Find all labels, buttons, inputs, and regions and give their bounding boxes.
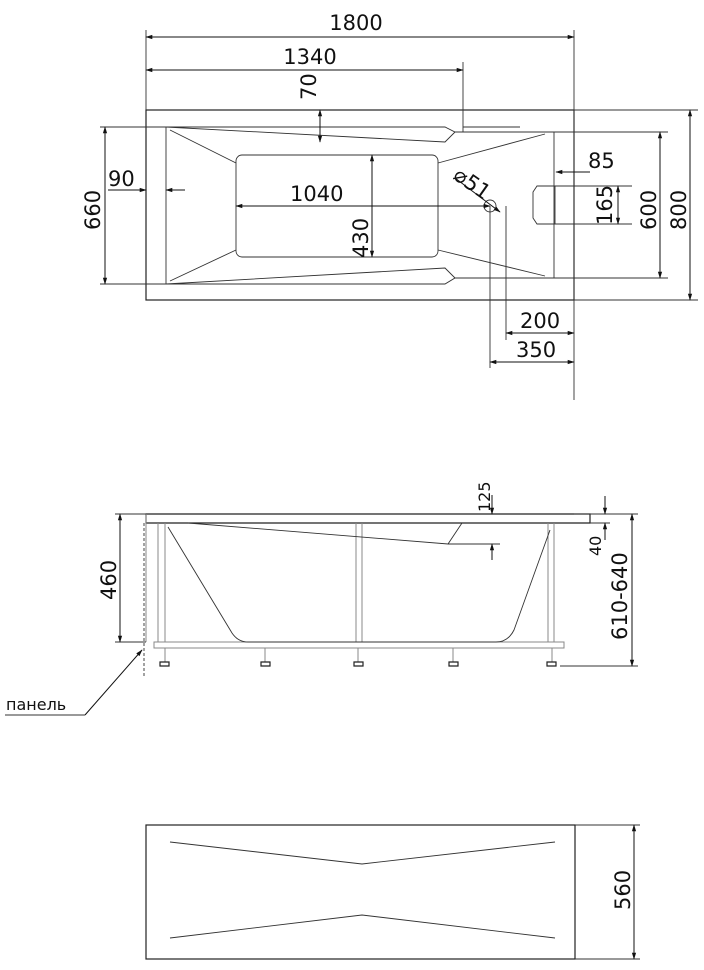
shell-edge-lines bbox=[169, 129, 546, 282]
backrest-slope bbox=[187, 522, 496, 545]
dim-drain-diameter: ⌀51 bbox=[449, 162, 495, 204]
dim-inner-width: 600 bbox=[637, 190, 661, 230]
dim-panel-height: 560 bbox=[611, 870, 635, 910]
tub-rim bbox=[145, 513, 591, 524]
dim-notch-length: 1340 bbox=[283, 45, 336, 69]
support-legs bbox=[164, 648, 553, 662]
panel-view: 560 bbox=[145, 824, 640, 960]
leg-feet bbox=[159, 661, 557, 667]
frame-base bbox=[153, 641, 565, 649]
top-view: 1800 1340 70 90 1040 430 ⌀51 85 165 600 … bbox=[81, 11, 698, 400]
dim-basin-length: 1040 bbox=[290, 182, 343, 206]
dim-tub-height: 460 bbox=[97, 560, 121, 600]
dim-drain-offset-200: 200 bbox=[520, 309, 560, 333]
overflow-outline bbox=[532, 185, 556, 225]
panel-leader bbox=[84, 649, 143, 716]
dim-overall-length: 1800 bbox=[329, 11, 382, 35]
dim-drain-offset-350: 350 bbox=[516, 338, 556, 362]
dim-overall-width: 800 bbox=[667, 190, 691, 230]
rim-slope-lines bbox=[165, 126, 456, 285]
front-panel-outline bbox=[145, 824, 576, 960]
dim-shell-width: 660 bbox=[81, 190, 105, 230]
dim-total-height: 610-640 bbox=[608, 552, 632, 640]
side-view: 125 40 460 610-640 панель bbox=[5, 481, 638, 716]
tub-body-profile bbox=[167, 526, 551, 643]
panel-decor-lines bbox=[169, 841, 556, 939]
dim-basin-width: 430 bbox=[349, 218, 373, 258]
dim-rim-offset: 70 bbox=[297, 73, 321, 100]
dim-depth-offset: 125 bbox=[475, 481, 494, 512]
dim-overflow-offset: 85 bbox=[588, 149, 615, 173]
dim-overflow-height: 165 bbox=[593, 185, 617, 225]
dim-end-rim: 90 bbox=[108, 167, 135, 191]
tub-outline bbox=[145, 109, 575, 301]
frame-posts bbox=[145, 514, 555, 642]
dim-rim-height: 40 bbox=[586, 536, 605, 556]
panel-label: панель bbox=[6, 695, 66, 714]
